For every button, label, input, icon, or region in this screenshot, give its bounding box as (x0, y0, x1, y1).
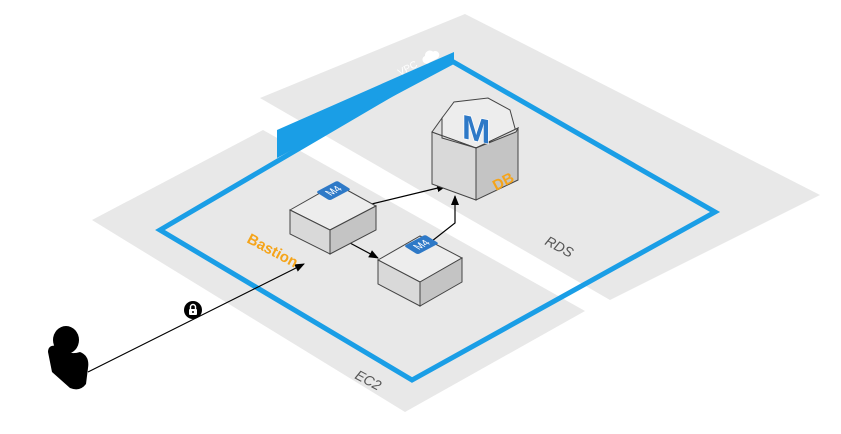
db-cap (431, 116, 520, 149)
bastion-node[interactable]: M4 (288, 181, 378, 255)
user-icon (48, 326, 89, 390)
app-box-right (419, 257, 463, 307)
bastion-box-right (329, 205, 377, 255)
vpc-boundary (155, 57, 721, 383)
db-chip-label: M (462, 108, 490, 152)
db-node[interactable]: M (431, 97, 520, 201)
cloud-icon (422, 50, 440, 64)
edge-bastion-to-app-instance (349, 242, 379, 259)
vpc-header-bar (277, 52, 454, 158)
app-instance-chip: M4 (405, 235, 438, 254)
lock-icon (184, 301, 202, 319)
app-instance-node[interactable]: M4 (376, 235, 464, 307)
bastion-chip: M4 (317, 181, 350, 200)
